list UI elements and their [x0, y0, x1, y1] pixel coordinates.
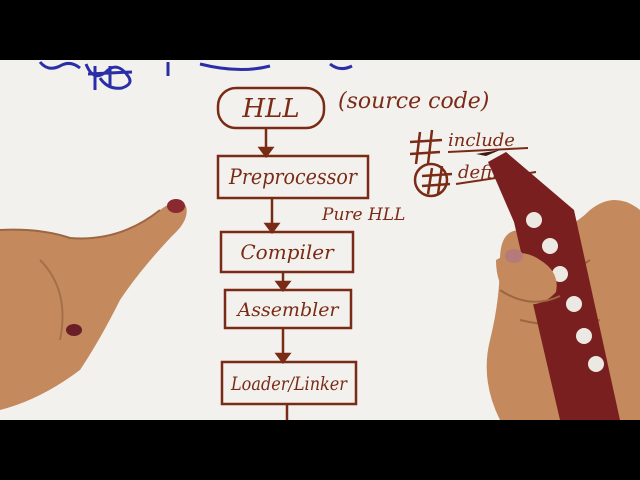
node-box-pre: [216, 154, 370, 200]
node-box-hll: [216, 86, 326, 130]
node-box-asm: [223, 288, 353, 330]
hash-symbols: [409, 129, 453, 198]
blue-scribble: [38, 61, 353, 90]
annotation-include: include: [448, 130, 515, 151]
node-label-load: Loader/Linker: [230, 373, 348, 395]
node-label-asm: Assembler: [235, 299, 340, 321]
include-underline: [447, 147, 529, 153]
diagram-canvas: HLL Preprocessor Compiler Assembler Load…: [0, 61, 640, 420]
node-label-comp: Compiler: [240, 240, 335, 264]
node-label-hll: HLL: [241, 94, 299, 124]
node-box-load: [220, 360, 358, 406]
whiteboard-paper: HLL Preprocessor Compiler Assembler Load…: [0, 60, 640, 420]
node-label-pre: Preprocessor: [228, 165, 359, 189]
annotation-pure-hll: Pure HLL: [321, 205, 405, 225]
right-hand-with-marker: [476, 150, 640, 420]
arrows: [257, 128, 292, 420]
left-hand: [0, 199, 187, 410]
annotation-source-code: (source code): [338, 89, 489, 114]
node-box-comp: [219, 230, 355, 274]
